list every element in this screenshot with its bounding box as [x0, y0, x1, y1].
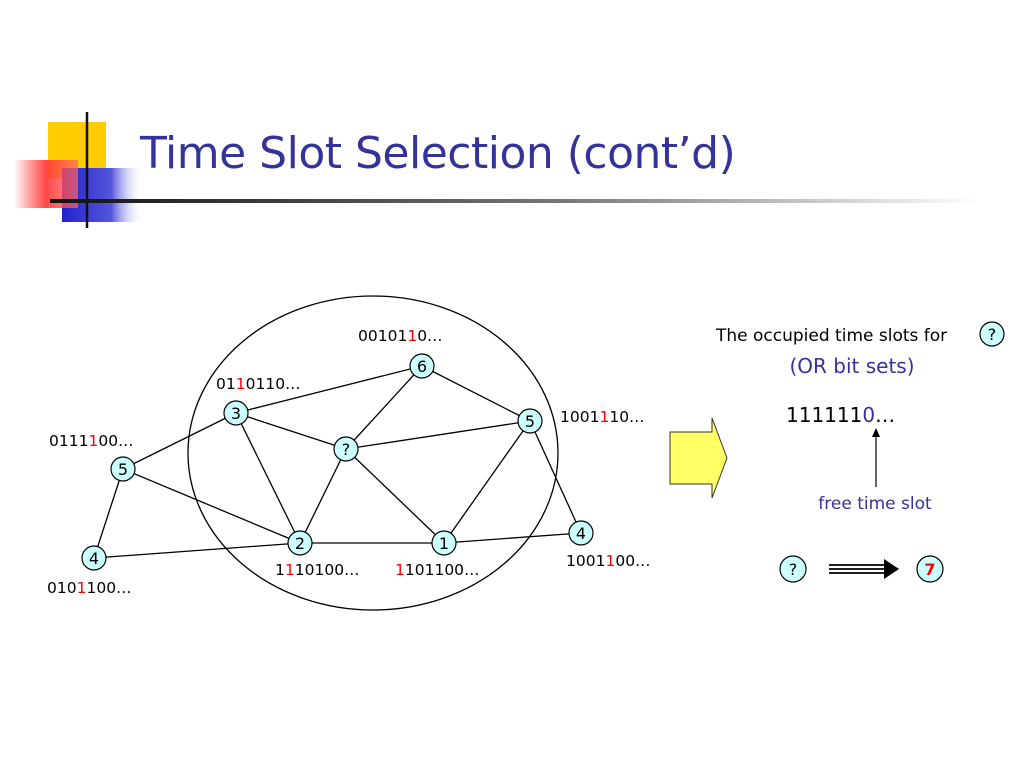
graph-edge-n5r-n4r: [529, 420, 582, 534]
free-time-slot-label: free time slot: [818, 494, 932, 514]
bit-set-hit: 1: [599, 408, 610, 426]
graph-node-n6: 6: [409, 353, 435, 379]
graph-node-circle: [568, 520, 594, 546]
graph-node-n5r: 5: [517, 408, 543, 434]
free-slot-arrow: [872, 428, 880, 487]
graph-node-circle: [333, 436, 359, 462]
graph-node-n4r: 4: [568, 520, 594, 546]
graph-edge-nq-n2: [299, 448, 347, 544]
graph-node-n5l: 5: [110, 456, 136, 482]
graph-node-label: 3: [231, 404, 241, 423]
bit-set-pre: 0111: [49, 432, 89, 450]
bit-set-hit: 1: [235, 375, 246, 393]
graph-node-n1: 1: [431, 530, 457, 556]
graph-node-label: 1: [439, 534, 449, 553]
graph-node-label: 4: [89, 549, 99, 568]
bit-set-label-n1: 1101100…: [395, 561, 480, 579]
or-result-bits: 1111110…: [786, 403, 895, 427]
bit-set-pre: 1001: [560, 408, 600, 426]
graph-node-label: 6: [417, 357, 427, 376]
graph-edge-n1-n4r: [443, 532, 582, 544]
graph-edge-n6-n5r: [421, 365, 531, 422]
bit-set-label-n4r: 1001100…: [566, 552, 651, 570]
occupied-node-circle: ?: [979, 321, 1005, 347]
graph-node-circle: [517, 408, 543, 434]
bit-set-post: 10100…: [294, 561, 360, 579]
occupied-slots-text: The occupied time slots for: [715, 326, 947, 346]
graph-node-label: 5: [118, 460, 128, 479]
graph-edge-n3-n6: [235, 365, 423, 414]
bit-set-pre: 00101: [358, 327, 408, 345]
bit-set-post: 00…: [98, 432, 134, 450]
graph-node-label: 5: [525, 412, 535, 431]
or-result-suffix: …: [875, 403, 895, 427]
bit-set-hit: 1: [407, 327, 418, 345]
or-bit-sets-text: (OR bit sets): [789, 354, 914, 378]
graph-node-circle: [223, 400, 249, 426]
graph-edge-n3-n5l: [122, 412, 237, 470]
graph-edge-n4l-n2: [93, 542, 301, 559]
bit-set-post: 00…: [615, 552, 651, 570]
graph-node-circle: [431, 530, 457, 556]
bit-set-label-n4l: 0101100…: [47, 579, 132, 597]
bit-set-pre: 1001: [566, 552, 606, 570]
bit-set-pre: 1: [275, 561, 285, 579]
block-arrow: [669, 417, 728, 499]
bit-set-post: 101100…: [404, 561, 480, 579]
bit-set-label-n5r: 1001110…: [560, 408, 645, 426]
graph-node-circle: [110, 456, 136, 482]
bit-set-post: 100…: [86, 579, 132, 597]
graph-node-label: ?: [342, 440, 351, 459]
occupied-node-label: ?: [988, 325, 997, 344]
bit-set-label-n5l: 0111100…: [49, 432, 134, 450]
graph-node-n2: 2: [287, 530, 313, 556]
bit-set-hit: 1: [284, 561, 295, 579]
graph-edge-n5l-n4l: [93, 468, 124, 559]
graph-edge-n6-nq: [345, 365, 423, 450]
bit-set-pre: 010: [47, 579, 77, 597]
bit-set-hit: 1: [76, 579, 87, 597]
graph-edge-nq-n5r: [345, 420, 531, 450]
graph-edges: [93, 365, 582, 559]
graph-node-nq: ?: [333, 436, 359, 462]
bit-set-label-n6: 0010110…: [358, 327, 443, 345]
graph-edge-n5r-n1: [443, 420, 531, 544]
to-node-circle: 7: [916, 555, 944, 583]
bit-set-hit: 1: [88, 432, 99, 450]
bit-set-post: 0…: [417, 327, 443, 345]
assignment-arrow: [829, 559, 899, 579]
graph-node-label: 4: [576, 524, 586, 543]
from-node-label: ?: [789, 560, 798, 579]
from-node-circle: ?: [779, 555, 807, 583]
graph-node-circle: [287, 530, 313, 556]
bit-set-label-n3: 0110110…: [216, 375, 301, 393]
graph-edge-n3-nq: [235, 412, 347, 450]
bit-set-label-n2: 1110100…: [275, 561, 360, 579]
neighborhood-ellipse: [187, 295, 559, 611]
graph-node-circle: [409, 353, 435, 379]
title-underline: [50, 199, 980, 203]
or-result-prefix: 111111: [786, 403, 862, 427]
graph-node-n4l: 4: [81, 545, 107, 571]
to-node-label: 7: [924, 560, 935, 579]
graph-node-circle: [81, 545, 107, 571]
bit-set-post: 0110…: [245, 375, 301, 393]
decorative-logo: [14, 112, 144, 228]
bit-set-pre: 01: [216, 375, 236, 393]
slide-title: Time Slot Selection (cont’d): [140, 128, 736, 179]
bit-set-hit: 1: [395, 561, 405, 579]
graph-node-n3: 3: [223, 400, 249, 426]
graph-node-label: 2: [295, 534, 305, 553]
bit-set-post: 10…: [609, 408, 645, 426]
graph-edge-n5l-n2: [122, 468, 301, 544]
or-result-free-bit: 0: [862, 403, 875, 427]
bit-set-hit: 1: [605, 552, 616, 570]
graph-nodes: 6 3? 5 5 2 1 4 4: [81, 353, 594, 571]
graph-edge-n3-n2: [235, 412, 301, 544]
graph-edge-nq-n1: [345, 448, 445, 544]
